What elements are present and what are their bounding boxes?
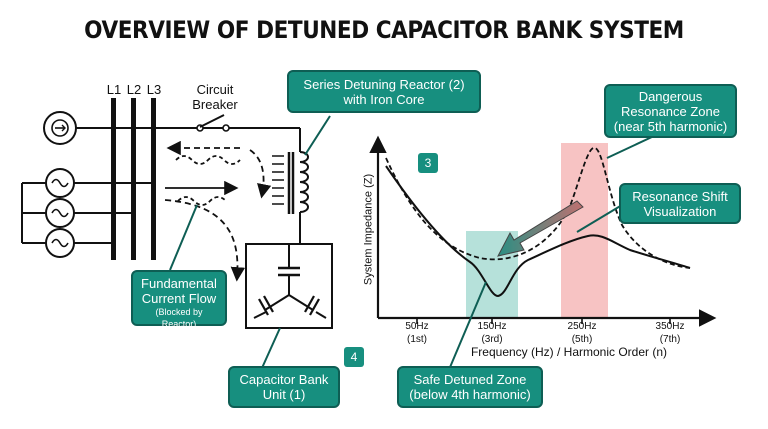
tick-label-250hz: 250Hz(5th) (567, 321, 597, 345)
main-source-icon (43, 111, 77, 145)
detuned-impedance-curve (385, 165, 691, 298)
page-title: OVERVIEW OF DETUNED CAPACITOR BANK SYSTE… (84, 16, 684, 44)
x-axis-ticks (416, 318, 671, 324)
current-flow-arrows (164, 140, 272, 282)
x-axis-label: Frequency (Hz) / Harmonic Order (n) (470, 345, 668, 359)
dangerous-resonance-zone-band (561, 143, 608, 318)
badge-3: 3 (418, 153, 438, 173)
line-label-l3: L3 (146, 82, 162, 97)
circuit-breaker-icon (196, 114, 230, 132)
ac-source-icon (21, 168, 156, 258)
callout-pointers (169, 115, 331, 369)
circuit (21, 98, 333, 369)
y-axis-label: System Impedance (Z) (362, 173, 375, 286)
impedance-chart (369, 135, 717, 373)
bus-bar-l2 (131, 98, 136, 260)
tick-label-350hz: 350Hz(7th) (655, 321, 685, 345)
chart-callout-pointers (447, 135, 655, 373)
resonance-shift-arrow (497, 200, 584, 257)
bus-bar-l1 (111, 98, 116, 260)
capacitor-icon (253, 244, 327, 319)
callout-series-reactor: Series Detuning Reactor (2)with Iron Cor… (287, 70, 481, 113)
badge-4: 4 (344, 347, 364, 367)
callout-safe-zone: Safe Detuned Zone(below 4th harmonic) (397, 366, 543, 408)
line-label-l2: L2 (126, 82, 142, 97)
reactor-coil-icon (272, 151, 309, 214)
bus-bar-l3 (151, 98, 156, 260)
tick-label-50hz: 50Hz(1st) (405, 321, 429, 345)
line-label-l1: L1 (106, 82, 122, 97)
tick-label-150hz: 150Hz(3rd) (477, 321, 507, 345)
